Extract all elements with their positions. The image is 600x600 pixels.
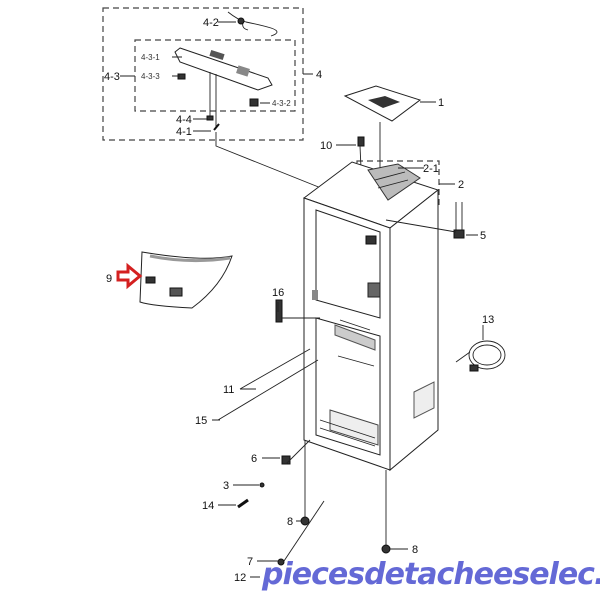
label-3: 3 [223,480,229,492]
label-2: 2 [458,179,464,191]
part-16 [275,299,283,323]
label-6: 6 [251,453,257,465]
label-4-2: 4-2 [203,17,219,29]
label-8b: 8 [412,544,418,556]
part-10 [357,136,365,147]
part-3 [259,482,265,488]
label-2-1: 2-1 [423,163,439,175]
wire-harness-4-2 [227,11,278,37]
assembly-4-3-box [134,39,296,112]
foot-8a [300,516,310,526]
refrigerator-cabinet [302,161,440,472]
label-11: 11 [223,384,234,396]
label-1: 1 [438,97,444,109]
label-8a: 8 [287,516,293,528]
part-9-inset [116,251,233,309]
label-4-3: 4-3 [104,71,120,83]
label-14: 14 [202,500,214,512]
label-13: 13 [482,314,494,326]
label-5: 5 [480,230,486,242]
highlight-arrow-icon [116,262,143,290]
label-4-4: 4-4 [176,114,192,126]
part-7 [277,558,285,566]
label-4-1: 4-1 [176,126,192,138]
part-14 [237,498,249,509]
control-board-4-3 [174,47,367,207]
label-12: 12 [234,572,246,584]
foot-8b [381,544,391,554]
label-4-3-1: 4-3-1 [141,53,160,62]
watermark: piecesdetacheeselec.com [261,557,600,592]
hinge-5 [385,202,465,239]
label-9: 9 [106,273,112,285]
label-16: 16 [272,287,284,299]
label-4-3-3: 4-3-3 [141,72,160,81]
label-4: 4 [316,69,322,81]
power-cord-13 [455,340,506,372]
top-cover-1 [343,85,422,200]
part-6 [281,455,291,465]
leader-lines [120,21,484,578]
label-4-3-2: 4-3-2 [272,99,291,108]
label-10: 10 [320,140,332,152]
label-15: 15 [195,415,207,427]
label-7: 7 [247,556,253,568]
